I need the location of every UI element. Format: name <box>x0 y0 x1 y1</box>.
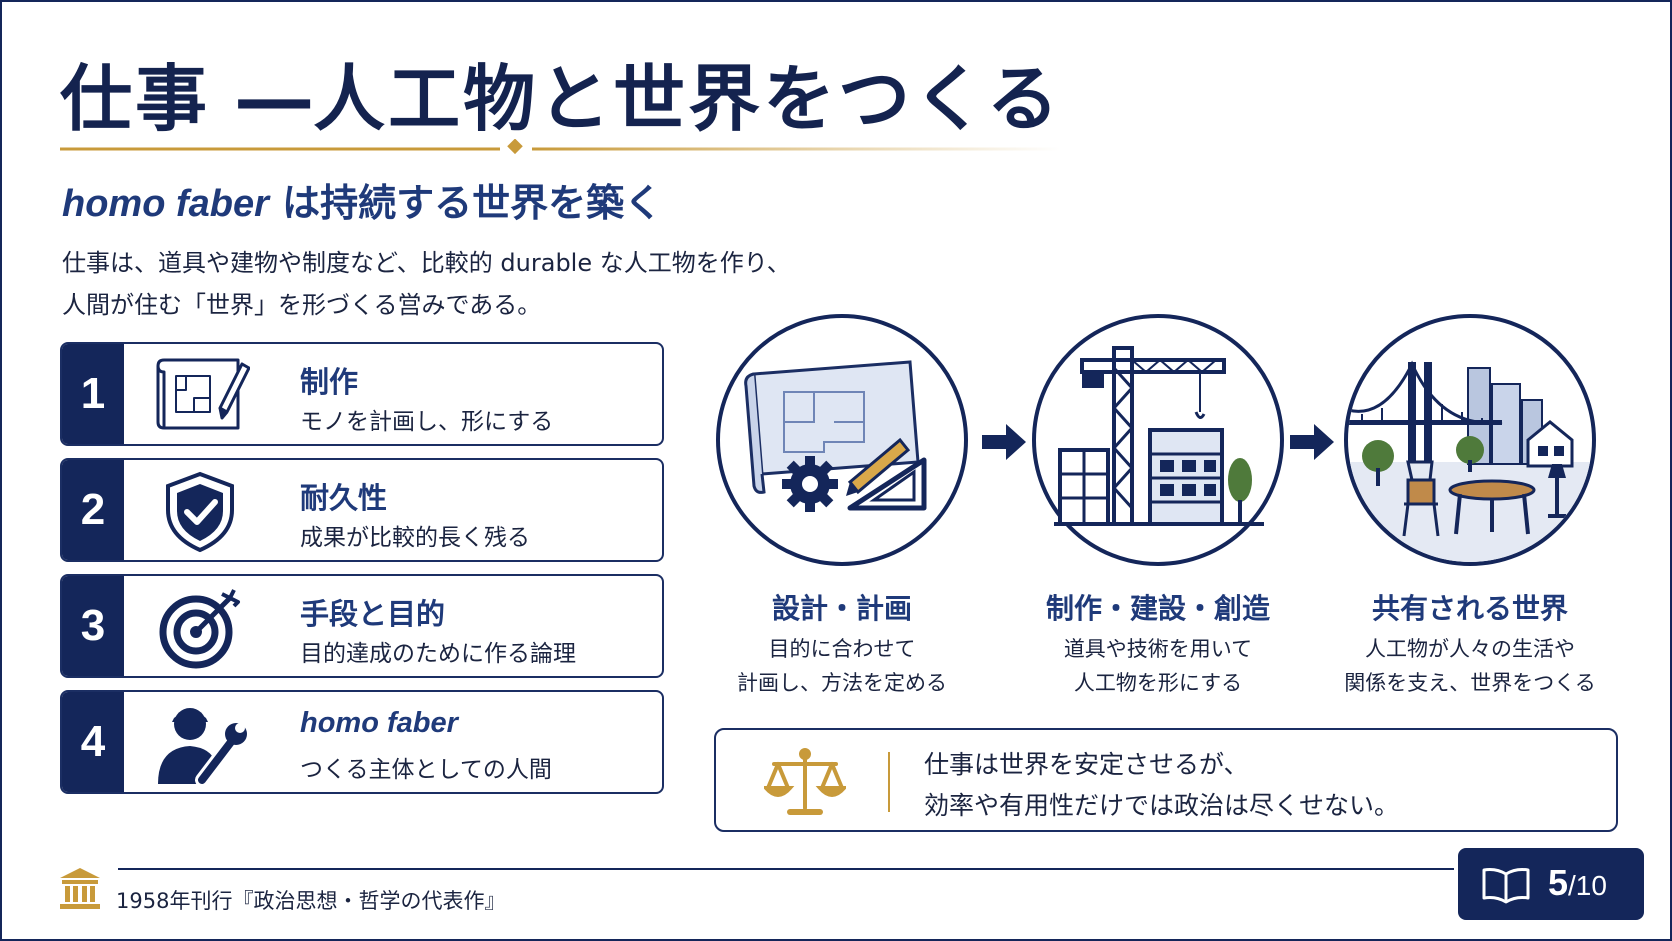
stage-label: 制作・建設・創造 <box>1045 592 1270 625</box>
card-title: 手段と目的 <box>300 597 446 631</box>
card-durability: 2 耐久性 成果が比較的長く残る <box>60 458 664 562</box>
note-box: 仕事は世界を安定させるが、 効率や有用性だけでは政治は尽くせない。 <box>714 728 1618 832</box>
book-icon <box>1482 868 1530 904</box>
footer-divider <box>118 868 1454 870</box>
stage-desc-line: 関係を支え、世界をつくる <box>1344 671 1596 695</box>
stage-design <box>714 312 970 568</box>
city-world-icon <box>1344 314 1596 566</box>
subtitle-latin: homo faber <box>62 183 269 225</box>
page-current: 5 <box>1548 862 1569 903</box>
card-title: 制作 <box>300 365 359 399</box>
card-title: 耐久性 <box>300 481 388 515</box>
stage-label: 設計・計画 <box>771 592 912 625</box>
intro-line: 人間が住む「世界」を形づくる営みである。 <box>62 291 542 319</box>
note-line: 効率や有用性だけでは政治は尽くせない。 <box>924 791 1400 820</box>
card-production: 1 制作 モノを計画し、形にする <box>60 342 664 446</box>
stage-desc-line: 計画し、方法を定める <box>737 671 947 695</box>
shield-check-icon <box>166 471 234 553</box>
title-divider <box>60 139 1060 155</box>
stage-desc-line: 人工物が人々の生活や <box>1365 637 1575 661</box>
page-number: 5/10 <box>1548 862 1607 904</box>
note-line: 仕事は世界を安定させるが、 <box>924 750 1249 779</box>
stage-desc: 道具や技術を用いて 人工物を形にする <box>993 632 1323 700</box>
page-title: 仕事 ―人工物と世界をつくる <box>60 57 1062 141</box>
arrow-right-icon <box>982 424 1026 460</box>
stage-desc-line: 人工物を形にする <box>1073 671 1243 695</box>
stage-desc: 人工物が人々の生活や 関係を支え、世界をつくる <box>1305 632 1635 700</box>
target-arrow-icon <box>159 589 240 669</box>
card-number: 2 <box>62 460 124 560</box>
stage-desc-line: 目的に合わせて <box>768 637 916 661</box>
building-icon <box>60 868 100 909</box>
card-desc: 成果が比較的長く残る <box>300 525 530 551</box>
card-desc: つくる主体としての人間 <box>300 757 552 783</box>
worker-wrench-icon <box>158 708 247 786</box>
stage-desc: 目的に合わせて 計画し、方法を定める <box>677 632 1007 700</box>
subtitle-rest: は持続する世界を築く <box>268 181 663 225</box>
card-number: 3 <box>62 576 124 676</box>
page-total: /10 <box>1568 870 1607 901</box>
scales-icon <box>764 748 846 815</box>
subtitle: homo faber は持続する世界を築く <box>62 172 662 227</box>
arrow-right-icon <box>1290 424 1334 460</box>
card-number: 4 <box>62 692 124 792</box>
card-desc: 目的達成のために作る論理 <box>300 641 576 667</box>
stage-shared-world <box>1342 312 1598 568</box>
intro-line: 仕事は、道具や建物や制度など、比較的 durable な人工物を作り、 <box>62 249 791 277</box>
page-indicator: 5/10 <box>1458 848 1644 920</box>
stage-desc-line: 道具や技術を用いて <box>1063 637 1253 661</box>
stage-construction <box>1030 312 1286 568</box>
card-number: 1 <box>62 344 124 444</box>
note-separator <box>888 752 890 812</box>
card-homo-faber: 4 homo faber つくる主体としての人間 <box>60 690 664 794</box>
note-text: 仕事は世界を安定させるが、 効率や有用性だけでは政治は尽くせない。 <box>924 744 1399 826</box>
card-means-ends: 3 手段と目的 目的達成のために作る論理 <box>60 574 664 678</box>
footer-source: 1958年刊行『政治思想・哲学の代表作』 <box>116 889 506 913</box>
blueprint-tools-icon <box>716 314 968 566</box>
intro-text: 仕事は、道具や建物や制度など、比較的 durable な人工物を作り、 人間が住… <box>62 242 791 326</box>
blueprint-pencil-icon <box>156 358 250 430</box>
card-title: homo faber <box>300 707 458 739</box>
card-desc: モノを計画し、形にする <box>300 409 554 435</box>
construction-crane-icon <box>1032 314 1284 566</box>
stage-label: 共有される世界 <box>1371 592 1568 625</box>
